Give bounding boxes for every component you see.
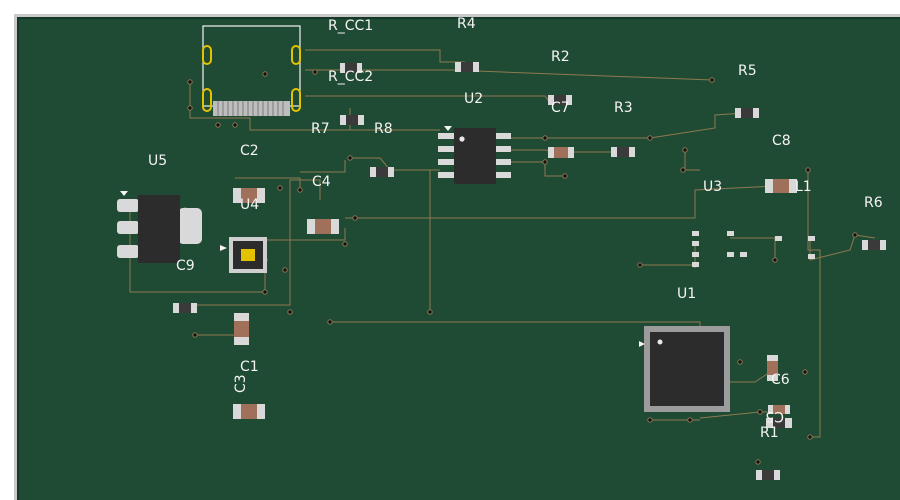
label-c1: C1 bbox=[240, 359, 259, 375]
resistor-r6 bbox=[862, 240, 886, 250]
label-u3: U3 bbox=[703, 179, 722, 195]
copper-traces bbox=[129, 49, 876, 438]
u5-regulator bbox=[117, 191, 202, 263]
label-r2: R2 bbox=[551, 49, 570, 65]
label-c7: C7 bbox=[551, 100, 570, 116]
label-u5: U5 bbox=[148, 153, 167, 169]
label-r7: R7 bbox=[311, 121, 330, 137]
capacitor-c3 bbox=[233, 404, 265, 419]
u1-qfp-chip bbox=[639, 326, 730, 412]
label-c2: C2 bbox=[240, 143, 259, 159]
resistor-r4 bbox=[455, 62, 479, 72]
capacitor-c2 bbox=[233, 188, 265, 203]
capacitor-c6 bbox=[767, 355, 778, 381]
u3-footprint bbox=[692, 231, 815, 267]
label-r1: R1 bbox=[760, 425, 779, 441]
resistor-r5 bbox=[735, 108, 759, 118]
label-r5: R5 bbox=[738, 63, 757, 79]
label-r-cc1: R_CC1 bbox=[328, 18, 373, 34]
capacitor-c7 bbox=[548, 147, 574, 158]
resistor-r1 bbox=[766, 418, 792, 428]
resistor-r-left bbox=[173, 303, 197, 313]
resistor-r3 bbox=[611, 147, 635, 157]
label-r6: R6 bbox=[864, 195, 883, 211]
label-l1: L1 bbox=[795, 179, 812, 195]
capacitors bbox=[233, 147, 797, 419]
label-c8: C8 bbox=[772, 133, 791, 149]
label-u1: U1 bbox=[677, 286, 696, 302]
u2-soic-chip bbox=[438, 126, 511, 184]
label-c3: C3 bbox=[233, 374, 249, 393]
resistor-bottom bbox=[756, 470, 780, 480]
resistor-r8 bbox=[370, 167, 394, 177]
label-c4: C4 bbox=[312, 174, 331, 190]
label-r-cc2: R_CC2 bbox=[328, 69, 373, 85]
resistor-r-cc2 bbox=[340, 63, 362, 73]
label-r8: R8 bbox=[374, 121, 393, 137]
u4-qfn-chip bbox=[220, 237, 267, 273]
label-r3: R3 bbox=[614, 100, 633, 116]
resistors bbox=[173, 62, 886, 480]
capacitor-c8 bbox=[765, 179, 797, 193]
silkscreen-labels: R_CC1 R4 R2 R5 R_CC2 U2 C7 R3 R7 R8 C8 C… bbox=[148, 16, 883, 441]
label-u2: U2 bbox=[464, 91, 483, 107]
resistor-r2 bbox=[548, 95, 572, 105]
label-u4: U4 bbox=[240, 197, 259, 213]
pcb-board-edge bbox=[17, 17, 900, 500]
label-c5: C5 bbox=[765, 408, 784, 424]
capacitor-c5 bbox=[768, 405, 790, 414]
label-c9: C9 bbox=[176, 258, 195, 274]
usb-c-connector bbox=[202, 25, 301, 116]
label-r4: R4 bbox=[457, 16, 476, 32]
capacitor-c4 bbox=[307, 219, 339, 234]
label-c6: C6 bbox=[771, 372, 790, 388]
resistor-r7 bbox=[340, 115, 364, 125]
capacitor-c1 bbox=[234, 313, 249, 345]
